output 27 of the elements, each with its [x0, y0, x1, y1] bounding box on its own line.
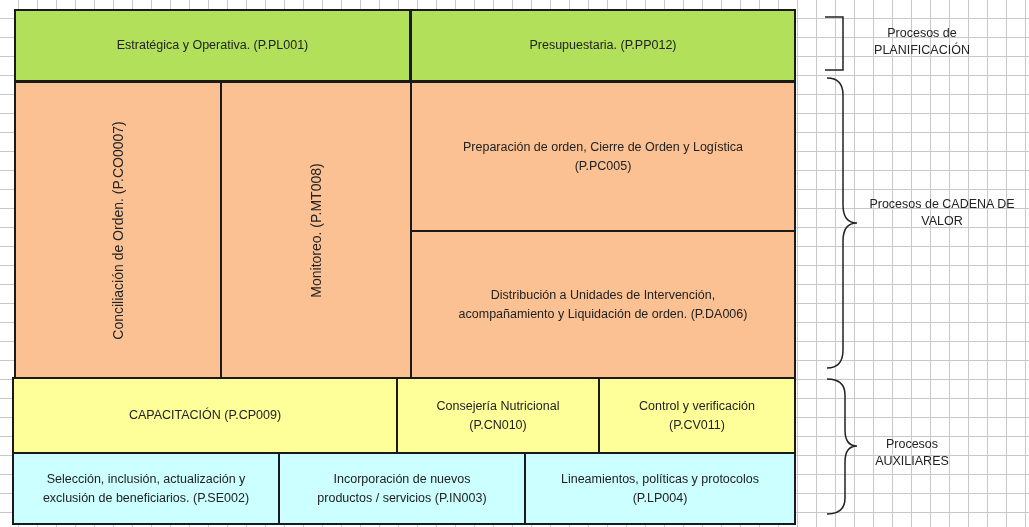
process-label: Control y verificación (P.CV011) [638, 398, 756, 434]
process-label: Distribución a Unidades de Intervención, acompañamiento y Liquidación de orden. (P.DA006) [458, 287, 748, 323]
group-label: Procesos de PLANIFICACIÓN [873, 25, 971, 59]
process-box [598, 377, 796, 454]
process-label: Monitoreo. (P.MT008) [306, 161, 325, 300]
process-label: Incorporación de nuevos productos / servicios (P.IN003) [317, 471, 487, 507]
process-box [410, 81, 796, 232]
process-label: CAPACITACIÓN (P.CP009) [128, 406, 282, 425]
process-label: Estratégica y Operativa. (P.PL001) [116, 37, 309, 55]
process-box [278, 452, 526, 525]
process-box [14, 81, 222, 379]
process-box [14, 9, 411, 82]
process-label: Lineamientos, políticas y protocolos (P.LP004) [560, 471, 760, 507]
process-label: Presupuestaria. (P.PP012) [529, 37, 677, 55]
process-label: Preparación de orden, Cierre de Orden y Logística (P.PC005) [462, 139, 744, 175]
process-box [220, 81, 412, 379]
process-box [12, 377, 398, 454]
process-box [410, 230, 796, 379]
process-box [12, 452, 280, 525]
group-label: Procesos de CADENA DE VALOR [868, 196, 1016, 230]
process-box [410, 9, 796, 82]
process-label: Consejería Nutricional (P.CN010) [435, 398, 561, 434]
process-box [524, 452, 796, 525]
process-label: Selección, inclusión, actualización y exclusión de beneficiarios. (P.SE002) [41, 471, 251, 507]
process-box [396, 377, 600, 454]
process-label: Conciliación de Orden. (P.CO0007) [108, 119, 127, 342]
group-label: Procesos AUXILIARES [874, 436, 950, 470]
